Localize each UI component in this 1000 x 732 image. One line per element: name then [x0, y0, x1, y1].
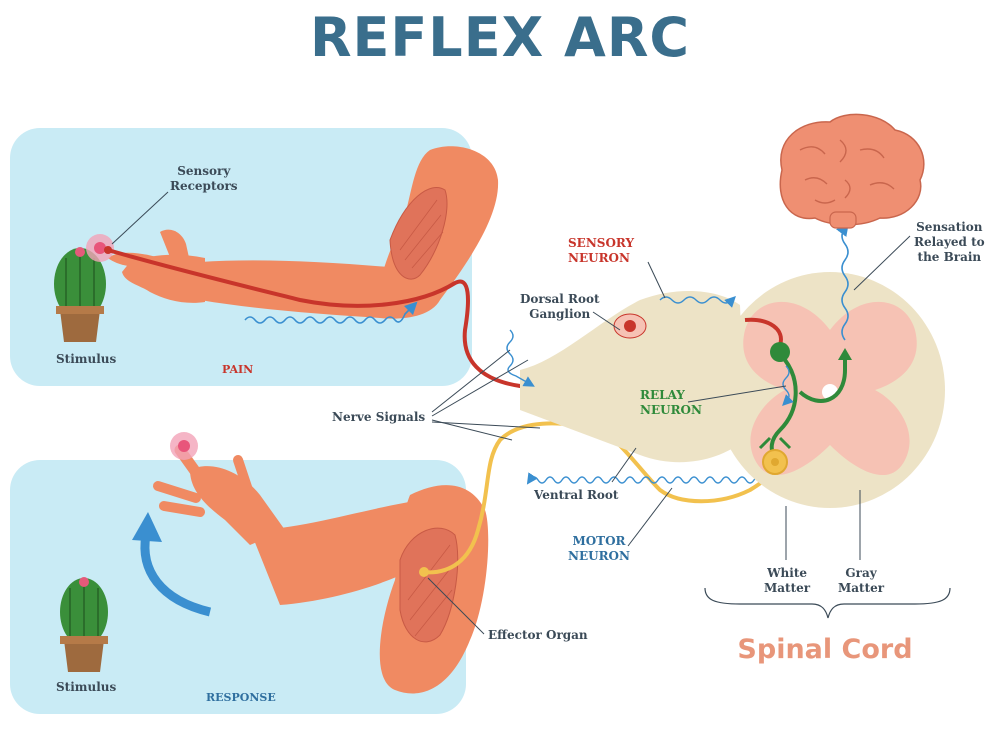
label-response: RESPONSE	[206, 690, 276, 705]
label-pain: PAIN	[222, 362, 253, 377]
label-ventral-root: Ventral Root	[534, 488, 618, 503]
ganglion-cell-body	[624, 320, 636, 332]
cactus-bottom-icon	[60, 577, 108, 672]
relay-neuron-body	[770, 342, 790, 362]
diagram-title: REFLEX ARC	[0, 6, 1000, 69]
label-spinal-cord: Spinal Cord	[700, 634, 950, 665]
spinal-cord-brace	[705, 588, 950, 618]
brain-icon	[780, 114, 924, 228]
label-effector-organ: Effector Organ	[488, 628, 588, 643]
label-stimulus-bottom: Stimulus	[56, 680, 116, 695]
label-nerve-signals: Nerve Signals	[332, 410, 425, 425]
label-stimulus-top: Stimulus	[56, 352, 116, 367]
